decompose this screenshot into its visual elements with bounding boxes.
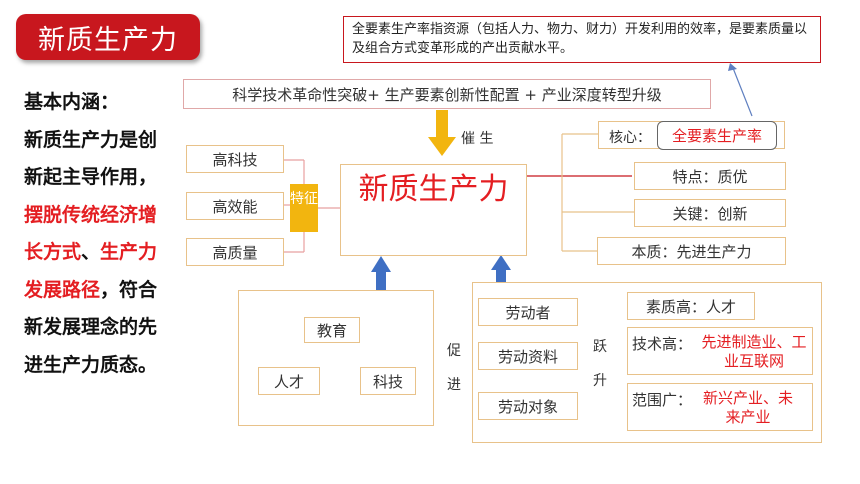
- core-value: 全要素生产率: [671, 127, 762, 145]
- core-value-pill: 全要素生产率: [657, 121, 777, 150]
- definition-highlight-1: 摆脱传统经济增长方式: [24, 203, 158, 264]
- labor-materials: 劳动资料: [478, 342, 578, 370]
- feature-label: 高质量: [212, 243, 258, 262]
- feature-label: 高效能: [212, 197, 258, 216]
- node-talent-label: 人才: [273, 372, 304, 391]
- central-concept-box: 新质生产力: [340, 164, 527, 256]
- definition-label: 基本内涵：: [24, 91, 120, 113]
- labor-label: 劳动资料: [497, 347, 558, 366]
- formula-text: 科学技术革命性突破+ 生产要素创新性配置 + 产业深度转型升级: [232, 85, 662, 104]
- tezheng-tag: 特征: [290, 184, 318, 232]
- definition-part-3: ，符合新发展理念的先进生产力质态。: [24, 278, 158, 376]
- note-pointer-line: [732, 67, 753, 117]
- trait-text: 特点：质优: [672, 167, 748, 186]
- page-title-badge: 新质生产力: [16, 14, 200, 60]
- node-technology: 科技: [360, 367, 416, 395]
- cujin-label: 促进: [447, 343, 461, 393]
- central-concept-text: 新质生产力: [358, 172, 509, 207]
- definition-highlight-2: 生产力发展路径: [24, 241, 158, 301]
- feature-high-tech: 高科技: [186, 145, 284, 173]
- outcome-technology: 技术高： 先进制造业、工业互联网: [627, 327, 813, 375]
- yuesheng-label: 跃升: [593, 339, 607, 389]
- node-talent: 人才: [258, 367, 320, 395]
- outcome-scope: 范围广： 新兴产业、未来产业: [627, 383, 813, 431]
- tezheng-label: 特征: [290, 191, 318, 207]
- definition-part-1: 新质生产力是创新起主导作用，: [24, 128, 158, 189]
- node-technology-label: 科技: [372, 372, 403, 391]
- triangle-panel: [238, 290, 434, 426]
- labor-objects: 劳动对象: [478, 392, 578, 420]
- node-education: 教育: [304, 317, 360, 343]
- outcome-quality: 素质高：人才: [627, 292, 755, 320]
- blue-arrow-right-head: [491, 255, 511, 270]
- outcome-technology-label: 技术高：: [632, 335, 693, 353]
- blue-arrow-left-head: [371, 256, 391, 272]
- core-box: 核心： 全要素生产率: [598, 121, 785, 150]
- page-title: 新质生产力: [38, 24, 178, 56]
- feature-high-efficiency: 高效能: [186, 192, 284, 220]
- labor-label: 劳动者: [505, 303, 551, 322]
- outcome-scope-label: 范围广：: [632, 391, 693, 409]
- outcome-quality-text: 素质高：人才: [645, 297, 736, 316]
- feature-label: 高科技: [212, 150, 258, 169]
- outcome-technology-value: 先进制造业、工业互联网: [701, 333, 807, 370]
- cuisheng-arrow-shaft: [436, 110, 448, 138]
- outcome-scope-value: 新兴产业、未来产业: [702, 389, 793, 426]
- labor-worker: 劳动者: [478, 298, 578, 326]
- cuisheng-label: 催 生: [461, 131, 494, 147]
- cuisheng-arrow-head: [428, 137, 456, 156]
- node-education-label: 教育: [316, 321, 347, 340]
- blue-arrow-left-shaft: [376, 272, 386, 290]
- essence-box: 本质：先进生产力: [597, 237, 786, 265]
- labor-label: 劳动对象: [497, 397, 558, 416]
- note-pointer-head: [728, 63, 737, 71]
- core-label: 核心：: [609, 130, 651, 146]
- definition-part-2: 、: [81, 241, 101, 263]
- tfp-note-box: 全要素生产率指资源（包括人力、物力、财力）开发利用的效率，是要素质量以及组合方式…: [343, 16, 821, 63]
- key-box: 关键：创新: [634, 199, 786, 227]
- feature-high-quality: 高质量: [186, 238, 284, 266]
- trait-box: 特点：质优: [634, 162, 786, 190]
- formula-box: 科学技术革命性突破+ 生产要素创新性配置 + 产业深度转型升级: [183, 79, 711, 109]
- blue-arrow-right-shaft: [496, 270, 506, 282]
- tfp-note-text: 全要素生产率指资源（包括人力、物力、财力）开发利用的效率，是要素质量以及组合方式…: [352, 22, 808, 56]
- key-text: 关键：创新: [672, 204, 748, 223]
- right-bracket: [561, 133, 634, 252]
- essence-text: 本质：先进生产力: [631, 242, 752, 261]
- definition-text: 基本内涵： 新质生产力是创新起主导作用， 摆脱传统经济增长方式、生产力发展路径，符…: [24, 84, 174, 384]
